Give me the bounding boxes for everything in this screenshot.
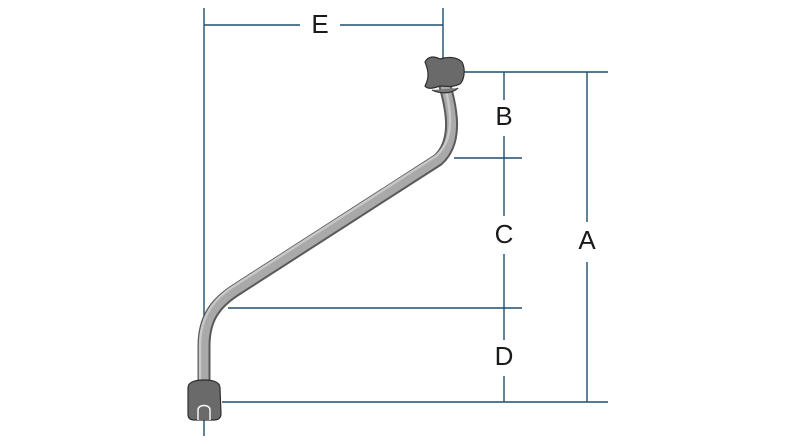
dimension-b-label: B: [495, 101, 512, 131]
dimension-a-label: A: [578, 225, 596, 255]
dimension-d: D: [495, 308, 514, 402]
top-end-fitting: [424, 56, 465, 94]
dimension-c-label: C: [495, 219, 514, 249]
dimension-b: B: [495, 72, 513, 158]
dimension-d-label: D: [495, 341, 514, 371]
dimension-c: C: [495, 158, 514, 308]
s-bend-rod: [197, 75, 458, 391]
dimension-a: A: [578, 72, 596, 402]
dimension-e-label: E: [311, 9, 328, 39]
dimension-e: E: [203, 8, 444, 436]
bottom-end-fitting: [187, 379, 222, 421]
